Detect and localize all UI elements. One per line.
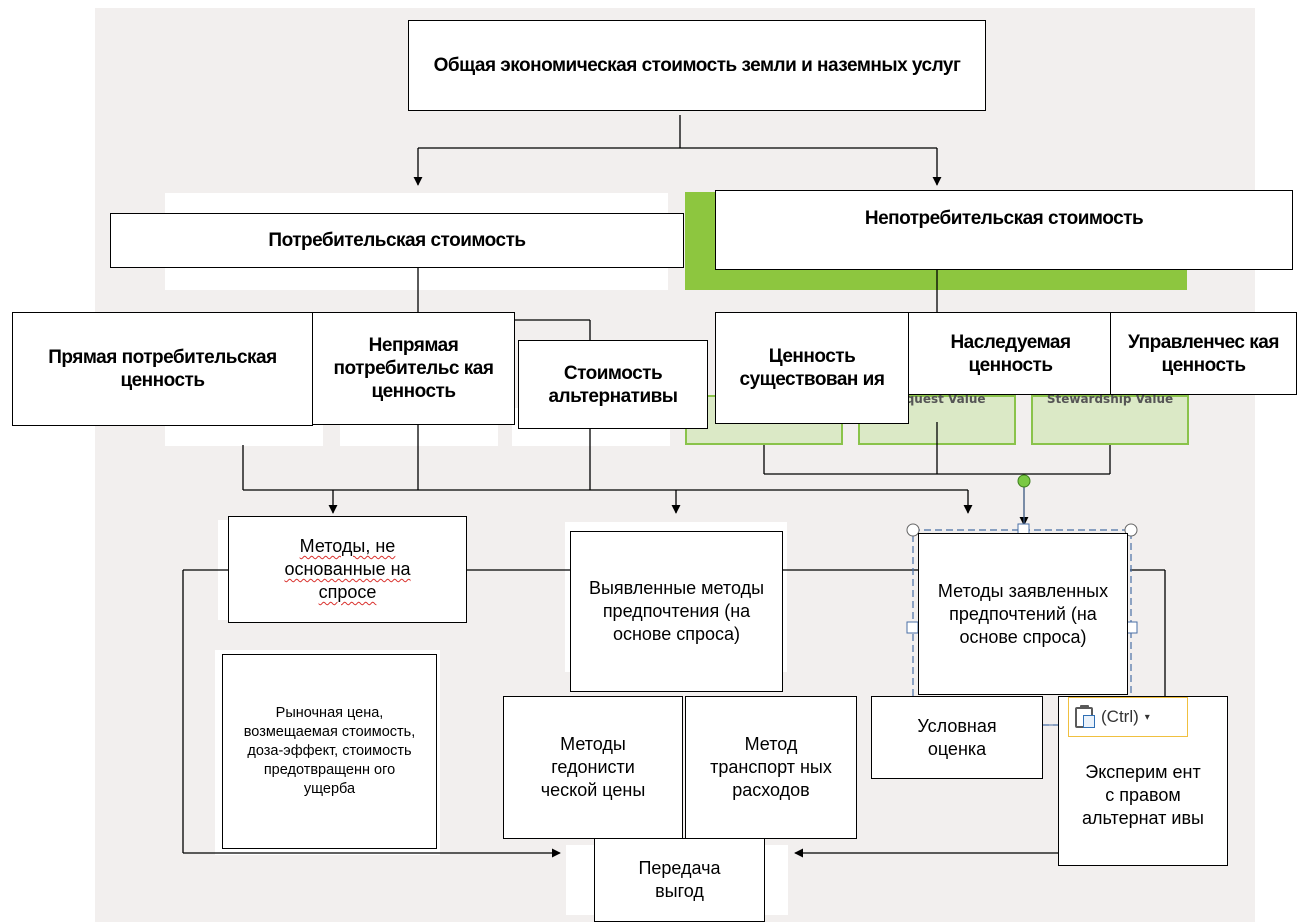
revealed-preference-box[interactable]: Выявленные методы предпочтения (на основ… bbox=[570, 531, 783, 692]
stewardship-value-box[interactable]: Управленчес кая ценность bbox=[1110, 312, 1297, 395]
stated-preference-box[interactable]: Методы заявленных предпочтений (на основ… bbox=[918, 533, 1128, 695]
non-demand-methods-text: Методы, не основанные на спросе bbox=[284, 536, 411, 602]
contingent-valuation-box[interactable]: Условная оценка bbox=[871, 696, 1043, 779]
bequest-value-box[interactable]: Наследуемая ценность bbox=[908, 312, 1113, 395]
travel-cost-box[interactable]: Метод транспорт ных расходов bbox=[685, 696, 857, 839]
benefit-transfer-box[interactable]: Передача выгод bbox=[594, 838, 765, 922]
paste-options-label: (Ctrl) bbox=[1101, 707, 1139, 726]
stewardship-en-label: Stewardship Value bbox=[1046, 392, 1174, 406]
paste-options-button[interactable]: (Ctrl) ▾ bbox=[1068, 697, 1188, 737]
nonuse-value-box[interactable]: Непотребительская стоимость bbox=[715, 190, 1293, 270]
option-value-box[interactable]: Стоимость альтернативы bbox=[518, 340, 708, 429]
existence-value-box[interactable]: Ценность существован ия bbox=[715, 312, 909, 424]
indirect-use-box[interactable]: Непрямая потребительс кая ценность bbox=[312, 312, 515, 425]
use-value-box[interactable]: Потребительская стоимость bbox=[110, 213, 684, 268]
non-demand-methods-box[interactable]: Методы, не основанные на спросе bbox=[228, 516, 467, 623]
stewardship-en-panel bbox=[1031, 395, 1189, 445]
clipboard-paste-icon bbox=[1075, 705, 1095, 729]
chevron-down-icon: ▾ bbox=[1144, 711, 1150, 723]
direct-use-box[interactable]: Прямая потребительская ценность bbox=[12, 312, 313, 426]
hedonic-pricing-box[interactable]: Методы гедонисти ческой цены bbox=[503, 696, 683, 839]
total-economic-value-box[interactable]: Общая экономическая стоимость земли и на… bbox=[408, 20, 986, 111]
bequest-en-label: Bequest Value bbox=[888, 392, 986, 406]
market-price-box[interactable]: Рыночная цена, возмещаемая стоимость, до… bbox=[222, 654, 437, 849]
